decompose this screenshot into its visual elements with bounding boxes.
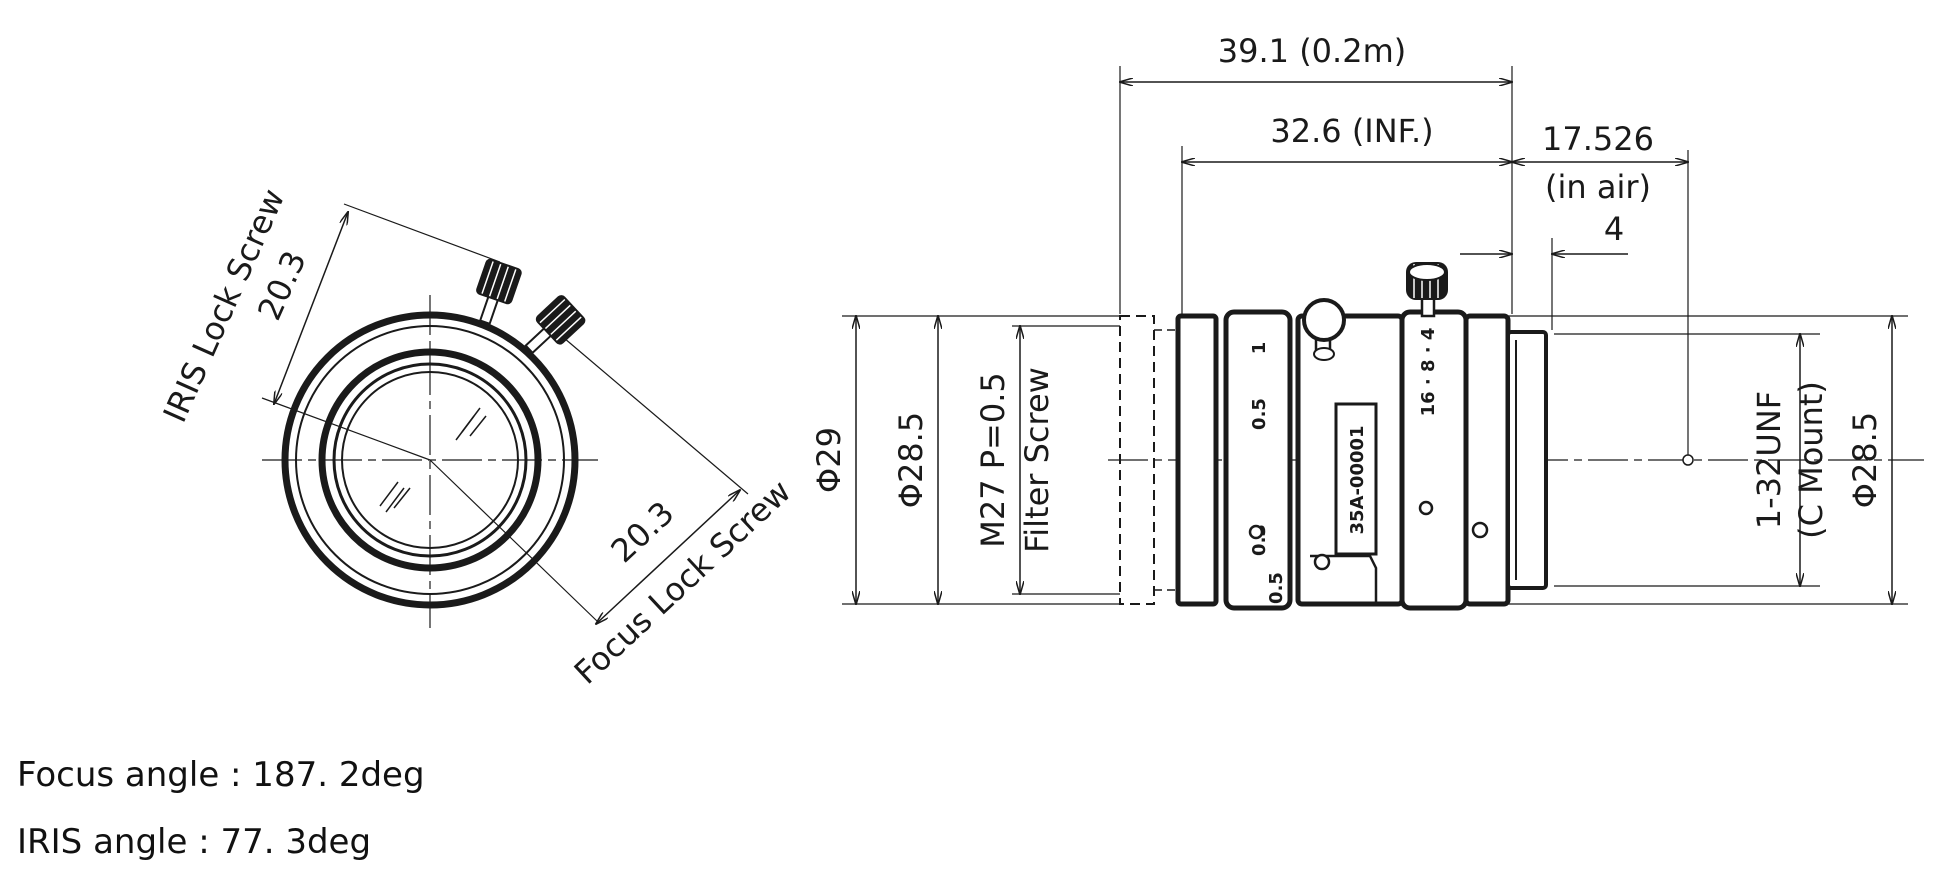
iris-angle-note: IRIS angle : 77. 3deg <box>17 822 372 862</box>
iris-index-dot <box>1418 500 1434 516</box>
iris-scale: 16 · 8 · 4 <box>1418 328 1439 417</box>
iris-extension-line <box>343 203 501 263</box>
dim-total-inf: 32.6 (INF.) <box>1270 112 1433 150</box>
filter-ring-dashed <box>1119 315 1155 605</box>
dia-285-left: Φ28.5 <box>892 412 930 508</box>
side-view: 35A-00001 1 0.5 0.3 0.5 16 · 8 · 4 39.1 … <box>810 32 1924 611</box>
focus-ring <box>1223 309 1293 611</box>
focus-dimension-value: 20.3 <box>603 494 681 570</box>
rear-index-dot <box>1471 521 1489 539</box>
focus-lock-knob-icon <box>1302 298 1346 361</box>
focus-index-dot <box>1248 524 1264 540</box>
iris-lock-screw-icon <box>476 258 522 326</box>
serial-plate <box>1334 402 1378 556</box>
dia-29: Φ29 <box>810 427 848 493</box>
focus-scale-1: 1 <box>1249 342 1270 355</box>
c-mount-thread <box>1506 330 1548 590</box>
focus-extension-line <box>563 337 749 495</box>
c-mount-label: (C Mount) <box>1792 381 1830 539</box>
dia-285-right: Φ28.5 <box>1846 412 1884 508</box>
inner-ring <box>332 362 528 558</box>
focus-scale-05: 0.5 <box>1249 398 1270 430</box>
front-barrel-ring <box>1175 313 1219 607</box>
dim-flange-note: (in air) <box>1545 168 1651 206</box>
focus-dimension-line <box>596 490 740 624</box>
filter-screw-label: Filter Screw <box>1018 367 1056 553</box>
mid-ring <box>318 348 542 572</box>
iris-dimension-line <box>274 212 348 404</box>
outer-ring <box>281 311 579 609</box>
rear-barrel-ring <box>1463 313 1511 607</box>
serial-number: 35A-00001 <box>1347 425 1368 534</box>
focus-lock-screw-icon <box>524 295 586 355</box>
focus-scale-bottom: 0.5 <box>1266 572 1287 604</box>
focus-radial-line <box>429 459 599 623</box>
dim-mount-depth: 4 <box>1604 210 1624 248</box>
focus-angle-note: Focus angle : 187. 2deg <box>17 755 425 795</box>
front-view: IRIS Lock Screw 20.3 20.3 Focus Lock Scr… <box>156 183 799 691</box>
outer-ring-inner-edge <box>295 325 565 595</box>
focal-point-marker <box>1682 454 1694 466</box>
barrel-notch <box>1310 554 1378 604</box>
iris-radial-line <box>261 397 431 461</box>
c-mount-thread-spec: 1-32UNF <box>1750 391 1788 529</box>
glass-reflection-icon <box>379 407 487 513</box>
dim-flange-value: 17.526 <box>1542 120 1654 158</box>
focus-lock-screw-label: Focus Lock Screw <box>567 472 798 691</box>
filter-screw-spec: M27 P=0.5 <box>974 372 1012 548</box>
lens-glass <box>341 371 519 549</box>
dim-total-close: 39.1 (0.2m) <box>1218 32 1406 70</box>
iris-lock-knob-icon <box>1406 262 1448 318</box>
